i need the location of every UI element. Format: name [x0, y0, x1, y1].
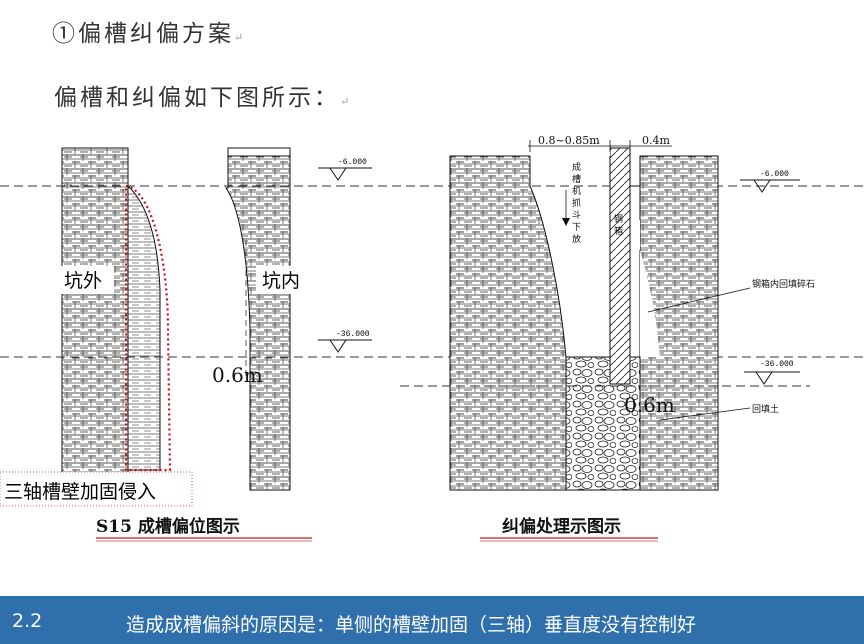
right-caption: 纠偏处理示图示	[502, 516, 621, 537]
footer-number: 2.2	[12, 610, 43, 632]
engineering-diagram: -6.000 -36.000 坑外 坑内 0.6m 三轴槽壁加固侵入 S15 成…	[0, 134, 864, 542]
offset-dimension-label: 0.6m	[212, 363, 263, 387]
callout-text: 三轴槽壁加固侵入	[4, 481, 156, 503]
callout-box	[0, 471, 193, 507]
elevation-marker-bottom-left	[318, 339, 372, 353]
elevation-top-right-label: -6.000	[760, 170, 789, 179]
section-subtitle: 偏槽和纠偏如下图所示：↵	[54, 85, 350, 111]
outer-soil-wall	[61, 147, 129, 491]
gravel-note: 钢箱内回填碎石	[752, 278, 815, 290]
width-dimension	[528, 140, 672, 152]
grab-note: 成槽机抓斗下放	[572, 161, 581, 245]
elevation-bottom-left-label: -36.000	[336, 330, 370, 339]
left-caption: S15 成槽偏位图示	[96, 516, 240, 537]
backfill-note: 回填土	[752, 403, 779, 415]
steel-box	[609, 147, 631, 385]
steel-box-label: 钢箱	[614, 213, 623, 237]
section-title: ①偏槽纠偏方案↵	[52, 21, 244, 47]
trench-width-label: 0.8~0.85m	[538, 134, 600, 147]
elevation-bottom-right-label: -36.000	[760, 360, 794, 369]
footer-bar: 2.2 造成成槽偏斜的原因是：单侧的槽壁加固（三轴）垂直度没有控制好	[0, 596, 864, 644]
box-width-label: 0.4m	[642, 134, 670, 147]
deviated-trench	[127, 184, 161, 471]
correction-dimension-label: 0.6m	[624, 393, 675, 417]
elevation-marker-bottom-right	[744, 371, 800, 385]
footer-text: 造成成槽偏斜的原因是：单侧的槽壁加固（三轴）垂直度没有控制好	[126, 614, 697, 636]
offset-diagram	[61, 147, 291, 491]
elevation-marker-top-left	[318, 167, 372, 181]
inner-soil-wall	[225, 147, 291, 491]
elevation-marker-top-right	[740, 179, 800, 193]
reinforcement-intrusion-outline	[124, 184, 172, 472]
correction-diagram	[449, 147, 719, 491]
right-outer-soil	[449, 155, 567, 491]
outer-side-label: 坑外	[64, 270, 102, 292]
gravel-zone	[629, 185, 641, 358]
elevation-top-left-label: -6.000	[338, 158, 367, 167]
inner-side-label: 坑内	[262, 270, 300, 292]
